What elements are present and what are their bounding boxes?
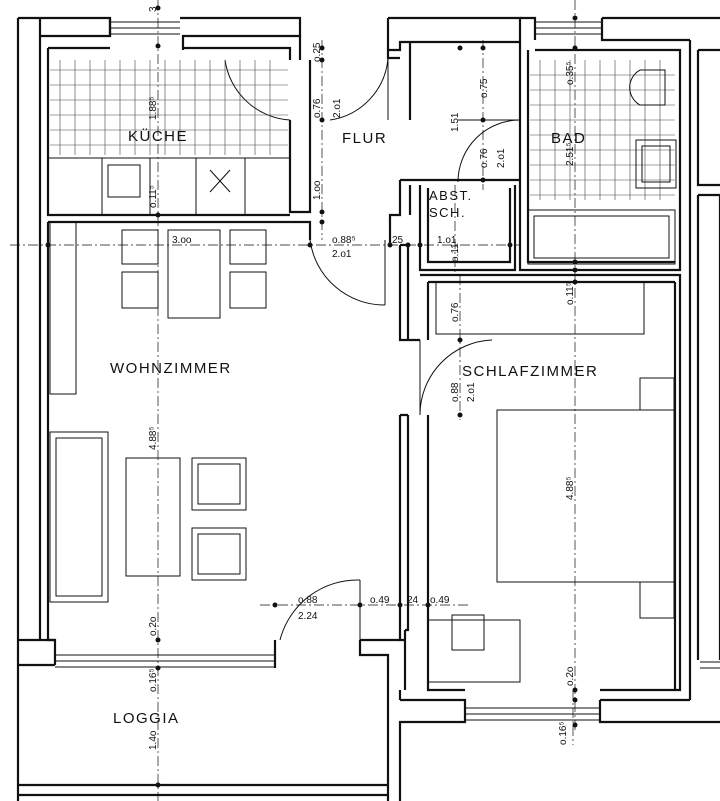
dim-door-076: o.76 <box>479 148 490 168</box>
bedroom-furniture <box>427 281 675 683</box>
dim-0165a: o.16⁵ <box>148 668 159 692</box>
room-label-abst-2: SCH. <box>429 205 466 220</box>
room-label-flur: FLUR <box>342 130 387 147</box>
bath-fixtures <box>527 60 677 265</box>
dim-140: 1.4o <box>148 730 159 750</box>
dim-049a: o.49 <box>370 595 390 606</box>
room-label-loggia: LOGGIA <box>113 710 180 727</box>
dim-020a: o.2o <box>148 616 159 636</box>
dim-201c: 2.o1 <box>332 249 352 260</box>
dim-049b: o.49 <box>430 595 450 606</box>
dim-0115: o.11⁵ <box>565 282 576 305</box>
dim-0885: o.88⁵ <box>332 235 356 246</box>
dim-0886: o.88 <box>450 382 461 402</box>
kitchen-fixtures <box>48 60 290 215</box>
room-label-bad: BAD <box>551 130 586 147</box>
dim-201d: 2.o1 <box>466 382 477 402</box>
dim-flur-100: 1.oo <box>312 180 323 200</box>
dim-door-075: o.75 <box>479 78 490 98</box>
dim-flur-25: o.25 <box>312 42 323 62</box>
dimension-lines <box>10 0 578 801</box>
dim-flur-151: 1.51 <box>450 112 461 132</box>
dim-0888: o.88 <box>298 595 318 606</box>
living-furniture <box>49 221 267 603</box>
room-label-wohnzimmer: WOHNZIMMER <box>110 360 232 377</box>
dim-300: 3.oo <box>172 235 192 246</box>
dim-0165b: o.16⁵ <box>558 721 569 745</box>
dim-flur-76: o.76 <box>312 98 323 118</box>
dim-schlaf-4885: 4.88⁵ <box>565 476 576 500</box>
dim-kueche-wall: o.11⁵ <box>148 185 159 208</box>
dim-top: 3 <box>148 6 159 12</box>
room-label-schlafzimmer: SCHLAFZIMMER <box>462 363 598 380</box>
dim-bad-251: 2.51⁵ <box>565 142 576 166</box>
doors <box>224 57 521 641</box>
room-label-kueche: KÜCHE <box>128 127 188 145</box>
dim-kueche-height: 1.88⁵ <box>148 96 159 120</box>
dim-wohn-4885: 4.88⁵ <box>148 426 159 450</box>
dim-24: 24 <box>407 595 419 606</box>
dim-011: o.11 <box>450 243 461 262</box>
dim-020b: o.2o <box>565 666 576 686</box>
dim-25b: 25 <box>392 235 404 246</box>
dim-101: 1.o1 <box>437 235 457 246</box>
dim-flur-201: 2.o1 <box>332 98 343 118</box>
dim-door-201: 2.o1 <box>496 148 507 168</box>
outer-walls <box>16 16 720 801</box>
room-label-abst-1: ABST. <box>429 188 473 203</box>
dim-bad-035: o.35⁵ <box>565 61 576 85</box>
dim-076b: o.76 <box>450 302 461 322</box>
dim-224: 2.24 <box>298 611 318 622</box>
